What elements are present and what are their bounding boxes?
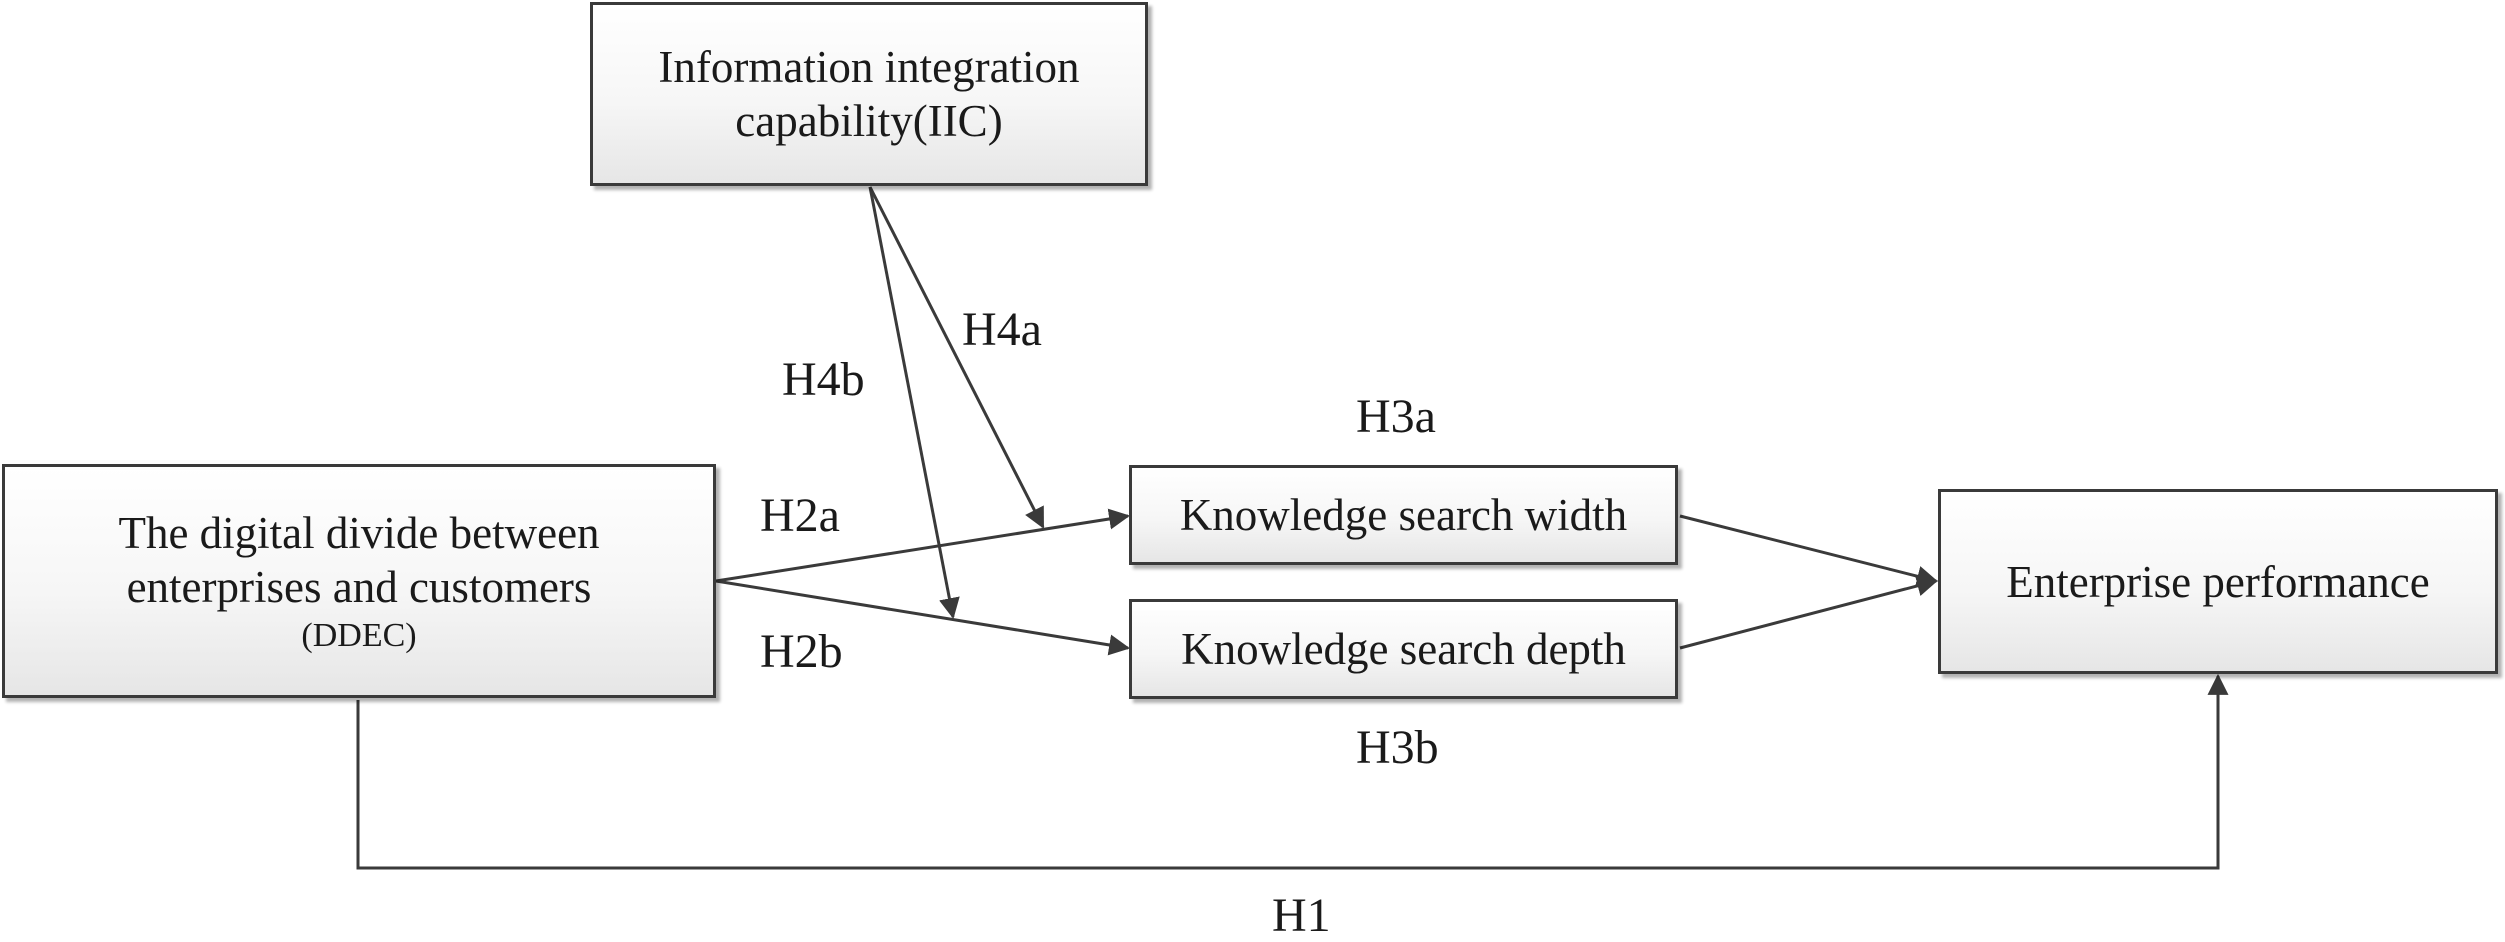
hypothesis-label-h2b: H2b xyxy=(760,625,843,678)
arrow-h2a xyxy=(715,508,1131,583)
arrow-h4a xyxy=(868,186,1045,529)
box-label-abbreviation: (DDEC) xyxy=(301,616,417,654)
arrow-h2b xyxy=(715,579,1131,656)
box-label-line: Knowledge search width xyxy=(1179,490,1628,540)
box-label-line: The digital divide between xyxy=(118,507,600,558)
box-label-line: Enterprise performance xyxy=(2006,556,2430,607)
hypothesis-label-h2a: H2a xyxy=(760,489,840,542)
arrow-h3b xyxy=(1679,575,1939,650)
box-information-integration-capability: Information integration capability(IIC) xyxy=(590,2,1148,186)
box-enterprise-performance: Enterprise performance xyxy=(1938,489,2498,674)
box-label-line: Information integration xyxy=(658,42,1080,92)
arrow-h3a xyxy=(1679,514,1939,587)
arrow-h1 xyxy=(356,673,2229,870)
box-label-line: Knowledge search depth xyxy=(1181,624,1626,674)
hypothesis-label-h1: H1 xyxy=(1272,889,1331,942)
box-digital-divide: The digital divide between enterprises a… xyxy=(2,464,716,698)
box-knowledge-search-depth: Knowledge search depth xyxy=(1129,599,1678,699)
hypothesis-label-h3b: H3b xyxy=(1356,721,1439,774)
hypothesis-label-h4a: H4a xyxy=(962,303,1042,356)
hypothesis-label-h3a: H3a xyxy=(1356,390,1436,443)
box-label-line: enterprises and customers xyxy=(126,561,592,612)
hypothesis-label-h4b: H4b xyxy=(782,353,865,406)
box-label-line: capability(IIC) xyxy=(735,96,1003,146)
box-knowledge-search-width: Knowledge search width xyxy=(1129,465,1678,565)
arrow-h4b xyxy=(868,186,960,620)
